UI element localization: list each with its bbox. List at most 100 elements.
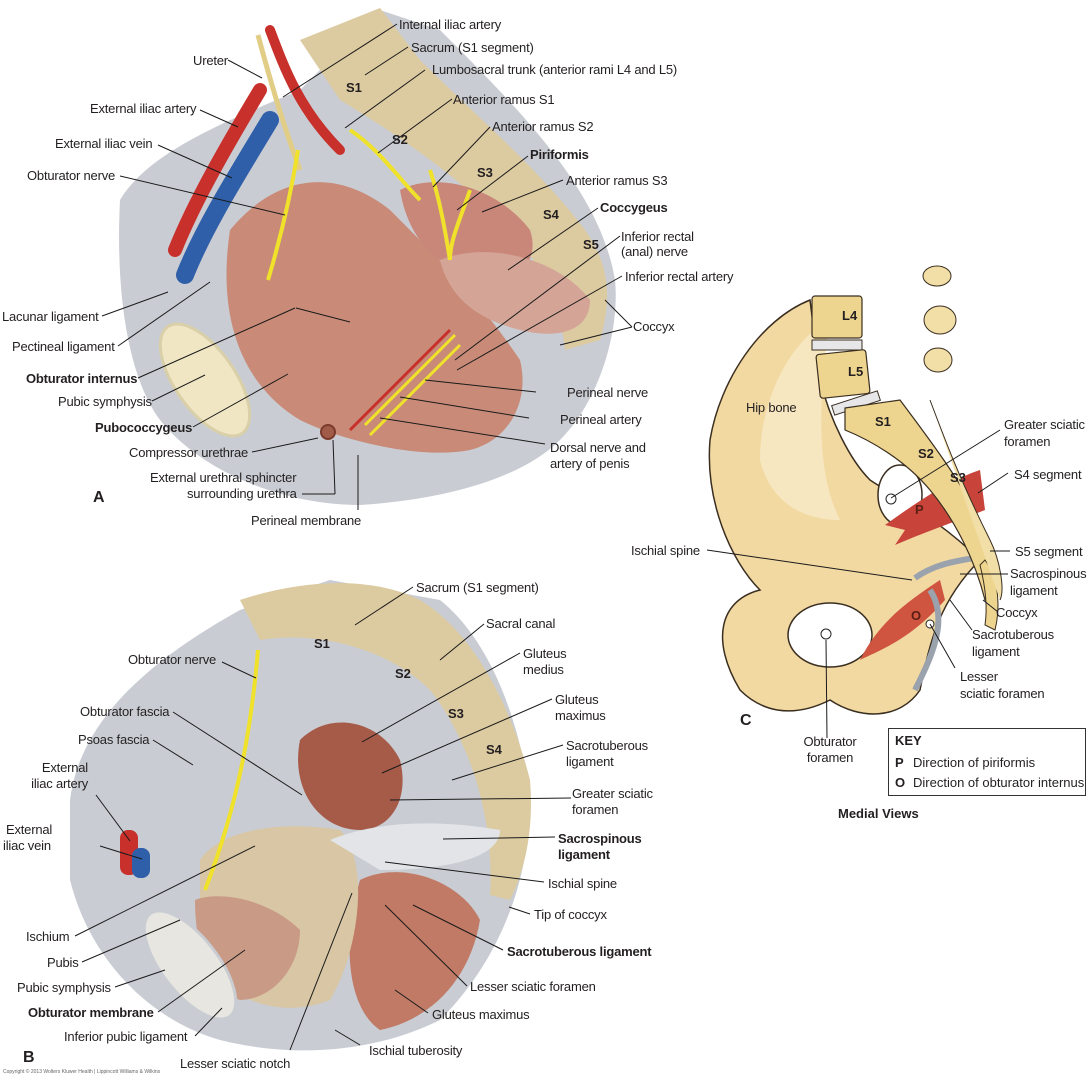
panel-a-muscle-floor	[226, 182, 523, 453]
panel-c-spinous-top	[922, 265, 952, 287]
vertebra-label: S2	[392, 132, 408, 147]
key-symbol: P	[895, 755, 904, 770]
copyright-notice: Copyright © 2013 Wolters Kluwer Health |…	[3, 1069, 161, 1075]
label-lacunar-ligament: Lacunar ligament	[2, 309, 99, 324]
vertebra-label: S1	[875, 414, 891, 429]
panel-c-illustration	[708, 265, 1003, 715]
panel-a-urethra	[320, 424, 336, 440]
label-obturator-fascia: Obturator fascia	[80, 704, 170, 719]
label-external-urethral-sphincter: External urethral sphincter	[150, 470, 297, 485]
label-external-iliac-artery-b: External	[41, 760, 88, 775]
panel-a-obturator-nerve	[266, 149, 300, 281]
label-dorsal-nerve-2: artery of penis	[550, 456, 630, 471]
label-sacrotuberous-upper: Sacrotuberous	[566, 738, 648, 753]
piriformis-marker: P	[915, 502, 924, 517]
label-lesser-sciatic-foramen-c: Lesser	[960, 669, 998, 684]
label-external-iliac-vein-b-2: iliac vein	[3, 838, 51, 853]
panel-b-illustration	[70, 580, 531, 1051]
vertebra-label: S3	[477, 165, 493, 180]
vertebra-label: S2	[918, 446, 934, 461]
label-sacrospinous-ligament-b: Sacrospinous	[558, 831, 642, 846]
vertebra-label: L5	[848, 364, 864, 379]
panel-c-spinous-l5	[923, 347, 953, 373]
label-pubococcygeus: Pubococcygeus	[95, 420, 193, 435]
panel-c-disc-1	[811, 339, 863, 351]
panel-b-obturator-nerve	[203, 649, 260, 891]
label-s5-segment: S5 segment	[1015, 544, 1083, 559]
label-sacrotuberous-ligament: Sacrotuberous ligament	[507, 944, 652, 959]
label-inferior-pubic-ligament: Inferior pubic ligament	[64, 1029, 188, 1044]
panel-a-sacral-plexus	[348, 128, 472, 261]
label-obturator-internus: Obturator internus	[26, 371, 138, 386]
label-external-iliac-artery-b-2: iliac artery	[31, 776, 88, 791]
panel-c-vertebra-l5	[815, 349, 871, 399]
leader-lines	[74, 23, 1010, 1051]
panel-b-gluteus-upper	[298, 722, 403, 830]
label-coccyx: Coccyx	[633, 319, 675, 334]
label-external-iliac-vein-b: External	[6, 822, 53, 837]
panel-b-pubic-symphysis	[142, 909, 238, 1021]
label-pectineal-ligament: Pectineal ligament	[12, 339, 115, 354]
label-sacrospinous-ligament-b-2: ligament	[558, 847, 610, 862]
vertebra-label: S1	[314, 636, 330, 651]
label-pubic-symphysis: Pubic symphysis	[58, 394, 152, 409]
key-title: KEY	[895, 733, 922, 748]
label-gluteus-maximus-2: maximus	[555, 708, 606, 723]
label-external-iliac-artery: External iliac artery	[90, 101, 197, 116]
panel-c-vertebra-l4	[811, 295, 863, 339]
label-sacrotuberous-ligament-c-2: ligament	[972, 644, 1020, 659]
vertebra-label: S3	[448, 706, 464, 721]
label-gluteus-maximus-b: Gluteus maximus	[432, 1007, 530, 1022]
panel-c-letter: C	[740, 712, 752, 729]
vertebra-label: S4	[486, 742, 502, 757]
label-obturator-nerve: Obturator nerve	[27, 168, 116, 183]
vertebra-label: S1	[346, 80, 362, 95]
panel-a-perineal-nerves	[363, 333, 462, 437]
label-external-urethral-sphincter-2: surrounding urethra	[187, 486, 297, 501]
label-obturator-foramen: Obturator	[803, 734, 857, 749]
label-perineal-nerve: Perineal nerve	[567, 385, 649, 400]
label-pubis: Pubis	[47, 955, 79, 970]
label-sacrospinous-ligament-c-2: ligament	[1010, 583, 1058, 598]
panel-b-gluteus-lower	[349, 872, 480, 1030]
label-greater-sciatic-foramen-c-2: foramen	[1004, 434, 1051, 449]
label-pubic-symphysis-b: Pubic symphysis	[17, 980, 111, 995]
vertebra-label: L4	[842, 308, 858, 323]
key-item-piriformis: P Direction of piriformis	[895, 755, 1035, 770]
panel-c-marker-obturator	[820, 628, 832, 640]
key-text: Direction of piriformis	[913, 755, 1036, 770]
label-ischial-spine-c: Ischial spine	[631, 543, 700, 558]
label-tip-of-coccyx: Tip of coccyx	[534, 907, 607, 922]
label-anterior-ramus-s2: Anterior ramus S2	[492, 119, 594, 134]
label-piriformis: Piriformis	[530, 147, 589, 162]
label-sacrotuberous-upper-2: ligament	[566, 754, 614, 769]
panel-a-letter: A	[93, 489, 105, 506]
label-psoas-fascia: Psoas fascia	[78, 732, 150, 747]
label-gluteus-medius-2: medius	[523, 662, 564, 677]
label-obturator-foramen-2: foramen	[806, 750, 854, 765]
obturator-internus-marker: O	[911, 608, 922, 623]
figure-caption: Medial Views	[838, 806, 919, 821]
label-s4-segment: S4 segment	[1014, 467, 1082, 482]
label-lesser-sciatic-foramen-b: Lesser sciatic foramen	[470, 979, 596, 994]
vertebra-label: S5	[583, 237, 599, 252]
label-ischium: Ischium	[26, 929, 70, 944]
vertebra-label: S4	[543, 207, 559, 222]
label-dorsal-nerve: Dorsal nerve and	[550, 440, 646, 455]
panel-c-obturator-arrow	[860, 580, 945, 660]
label-sacrospinous-ligament-c: Sacrospinous	[1010, 566, 1087, 581]
label-external-iliac-vein: External iliac vein	[55, 136, 153, 151]
vertebra-label: S2	[395, 666, 411, 681]
label-lumbosacral-trunk: Lumbosacral trunk (anterior rami L4 and …	[432, 62, 678, 77]
label-perineal-artery: Perineal artery	[560, 412, 642, 427]
label-greater-sciatic-foramen-b: Greater sciatic	[572, 786, 653, 801]
label-hip-bone: Hip bone	[746, 400, 797, 415]
label-obturator-membrane: Obturator membrane	[28, 1005, 154, 1020]
label-internal-iliac-artery: Internal iliac artery	[399, 17, 502, 32]
label-obturator-nerve-b: Obturator nerve	[128, 652, 217, 667]
panel-a-internal-iliac-artery	[265, 25, 345, 155]
label-ureter: Ureter	[193, 53, 228, 68]
vertebra-label: S3	[950, 470, 966, 485]
